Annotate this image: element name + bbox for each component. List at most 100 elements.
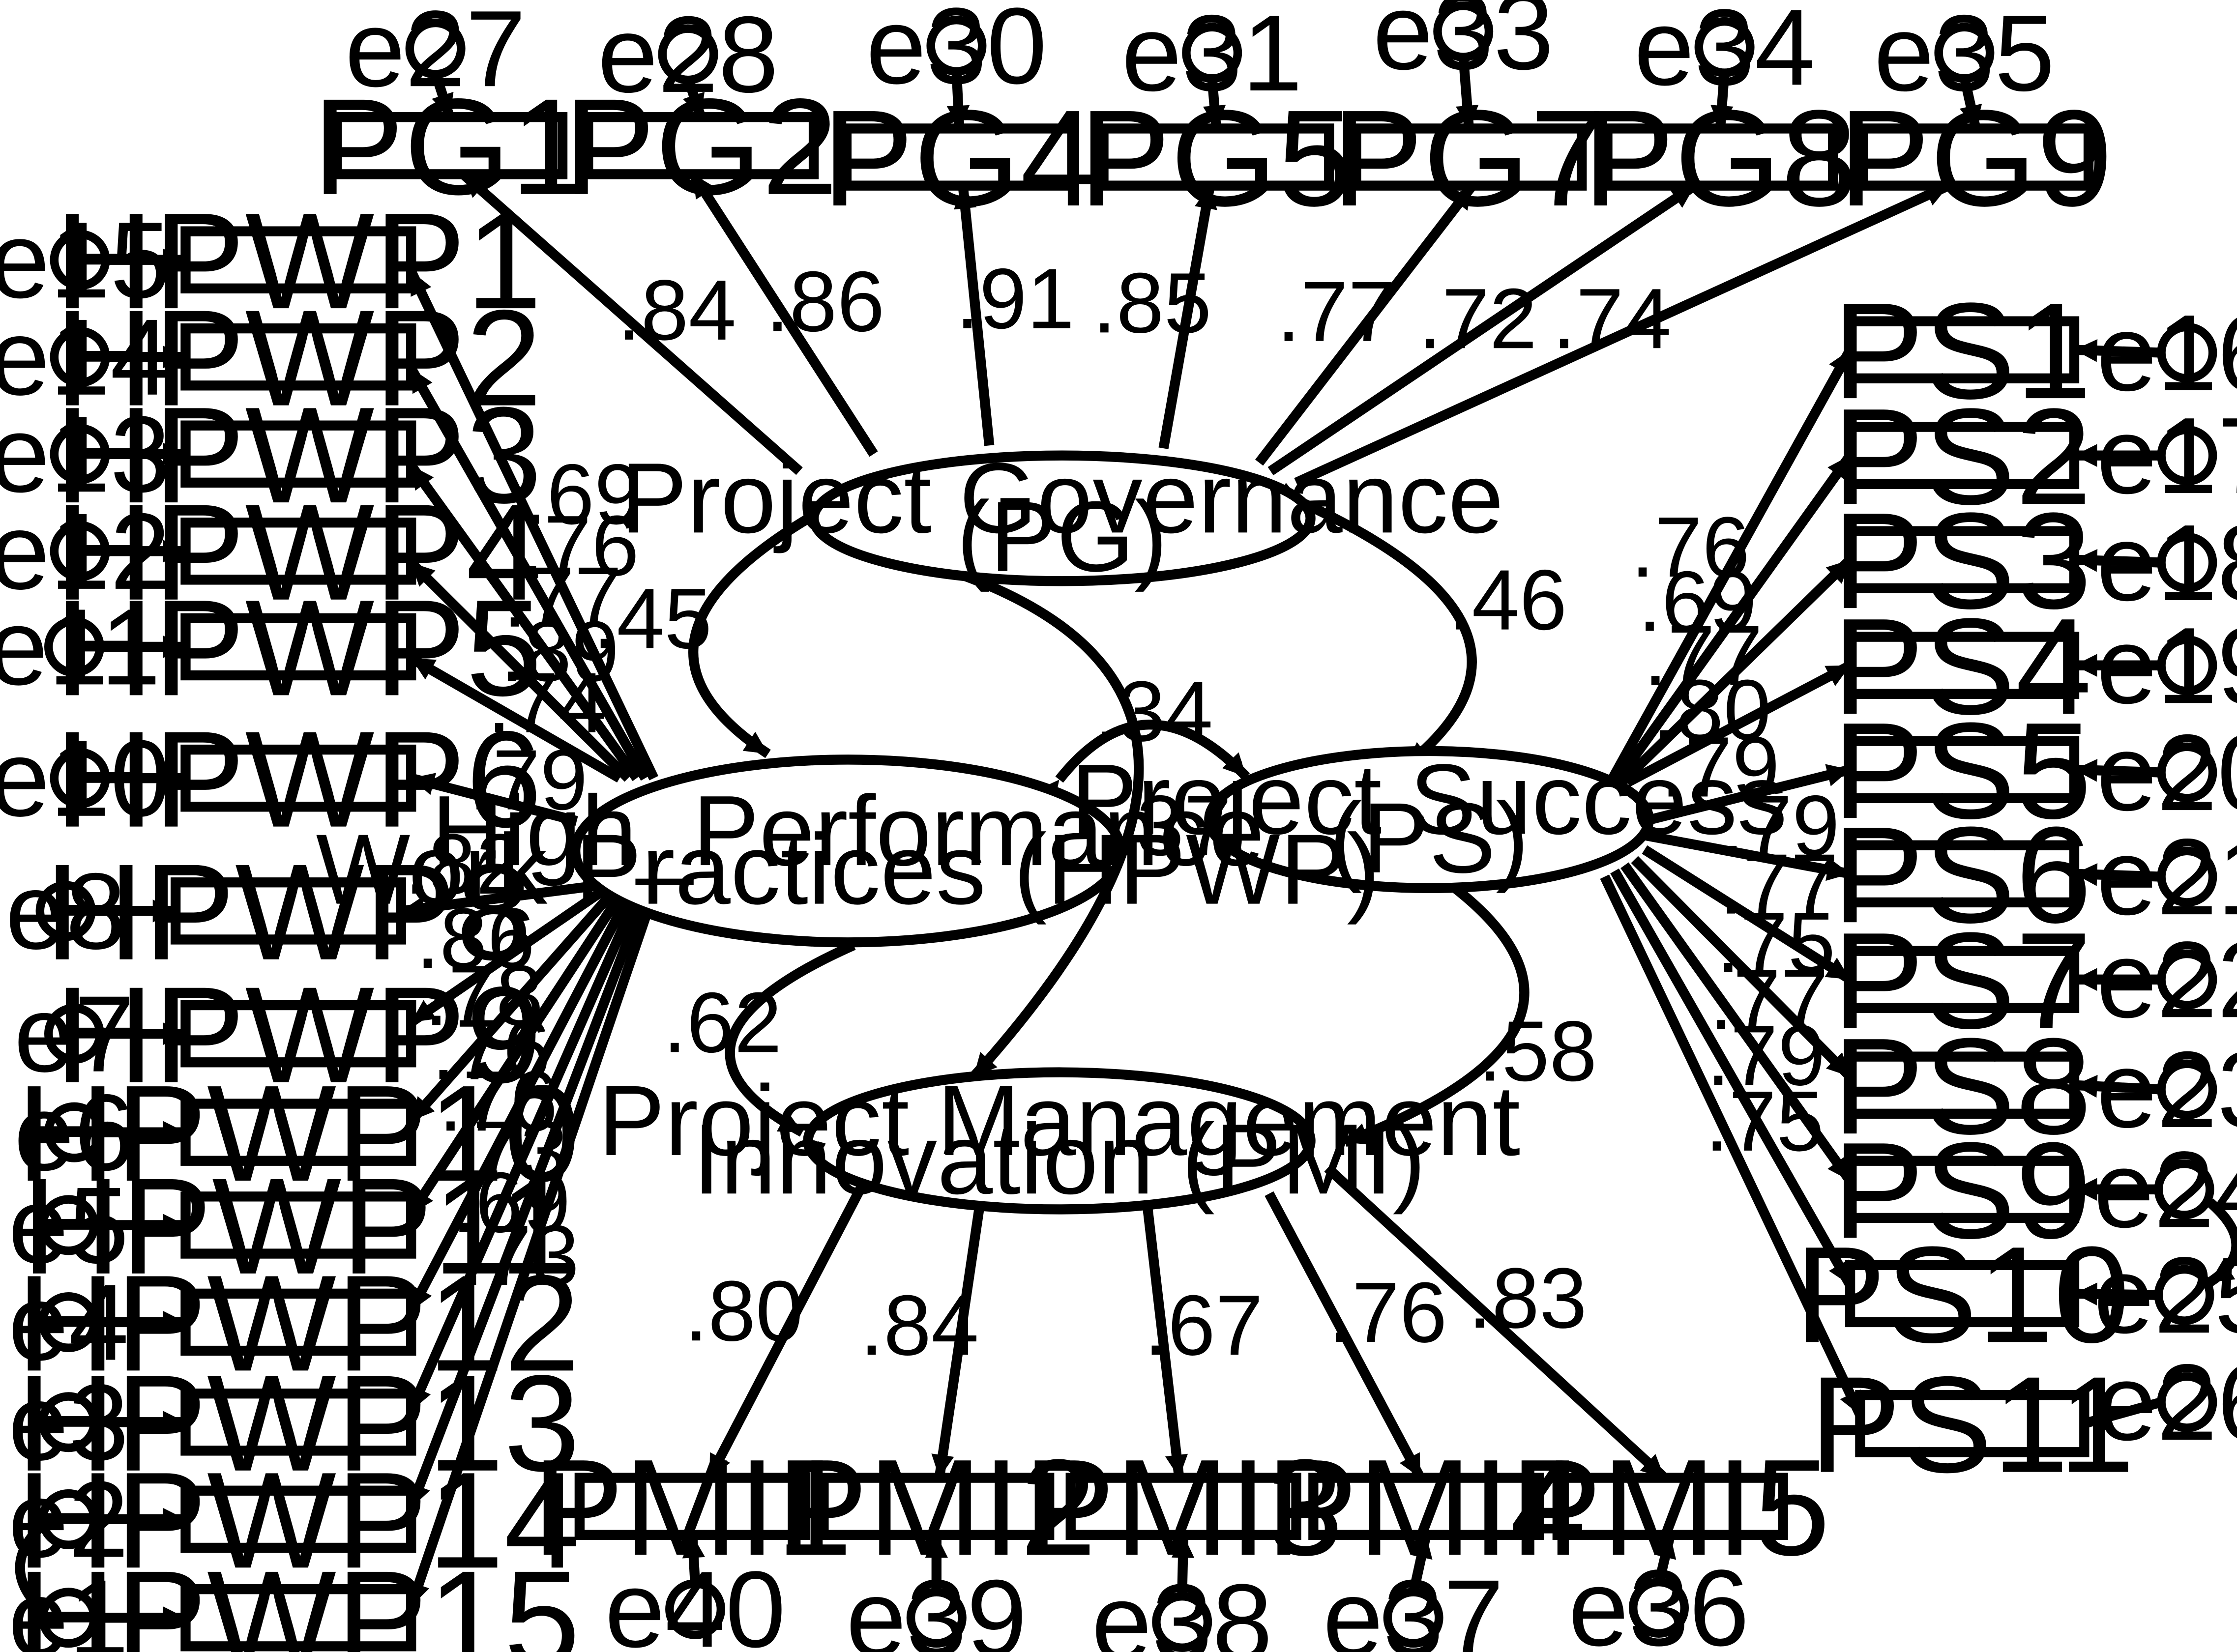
indicator-box-HPWP12 — [180, 1288, 416, 1356]
indicator-label-PS9: PS9 — [1833, 1114, 2092, 1267]
indicator-box-HPWP11 — [180, 1191, 416, 1259]
error-arrow-e35 — [1959, 76, 1982, 130]
loading-value-PG4: .91 — [955, 251, 1074, 347]
error-circle-e3 — [38, 1392, 99, 1452]
error-circle-e18 — [2157, 532, 2217, 593]
latent-label-PG-line2: (PG) — [957, 481, 1168, 593]
loading-arrow-PG7 — [1255, 182, 1476, 466]
correlation-value-HPWP_PS: .34 — [1094, 663, 1213, 759]
indicator-box-PG2 — [583, 112, 819, 179]
error-circle-e11 — [44, 616, 104, 677]
latent-label-PG-line1: Project Governance — [620, 442, 1503, 554]
error-arrow-e38 — [1171, 1535, 1195, 1598]
error-circle-e2 — [38, 1489, 99, 1549]
error-label-e27: e27 — [345, 0, 526, 109]
error-label-e1: e1 — [8, 1557, 129, 1652]
error-circle-e27 — [405, 18, 466, 79]
loading-arrow-PG4 — [954, 185, 995, 446]
indicator-box-HPWP1 — [180, 226, 416, 293]
loading-arrow-HPWP3 — [407, 463, 641, 782]
error-circle-e10 — [50, 748, 110, 809]
indicator-label-PS10: PS10 — [1795, 1218, 2130, 1371]
error-circle-e30 — [926, 15, 987, 76]
indicator-label-HPWP4: HPWP4 — [55, 476, 542, 629]
indicator-box-HPWP6 — [180, 744, 416, 812]
indicator-box-HPWP8 — [170, 877, 407, 945]
indicator-label-PS6: PS6 — [1833, 799, 2092, 952]
error-label-e5: e5 — [8, 1164, 129, 1286]
indicator-label-HPWP13: HPWP13 — [17, 1347, 580, 1500]
error-label-e10: e10 — [0, 718, 171, 839]
loading-value-HPWP9: .86 — [416, 890, 535, 986]
loading-arrow-PS3 — [1618, 556, 1854, 786]
error-label-e17: e17 — [2096, 395, 2237, 516]
error-circle-e20 — [2157, 742, 2217, 803]
error-label-e28: e28 — [597, 0, 778, 115]
indicator-box-PS2 — [1845, 422, 2080, 489]
loading-value-HPWP4: .89 — [500, 603, 619, 699]
error-label-e25: e25 — [2093, 1234, 2237, 1356]
error-label-e36: e36 — [1568, 1547, 1749, 1652]
loading-value-PS4: .80 — [1652, 662, 1771, 757]
indicator-box-HPWP10 — [180, 1099, 416, 1166]
error-label-e38: e38 — [1091, 1561, 1272, 1652]
latent-label-PS-line1: Project Success — [1071, 744, 1787, 855]
error-arrow-e18 — [2074, 549, 2162, 572]
error-label-e22: e22 — [2096, 919, 2237, 1040]
error-circle-e25 — [2154, 1265, 2214, 1325]
error-arrow-e20 — [2074, 759, 2162, 782]
correlation-value-PG_PS: .46 — [1448, 552, 1567, 648]
error-circle-e14 — [50, 327, 110, 387]
covariance-PG-PMI — [904, 546, 1144, 1080]
loading-arrow-PG2 — [689, 171, 878, 457]
indicator-label-HPWP3: HPWP3 — [55, 379, 542, 532]
indicator-box-PS9 — [1845, 1156, 2080, 1223]
indicator-label-PG4: PG4 — [822, 82, 1096, 235]
loading-arrow-PS8 — [1631, 856, 1854, 1080]
error-arrow-e16 — [2074, 339, 2162, 362]
indicator-box-PMI2 — [819, 1473, 1055, 1540]
indicator-label-HPWP1: HPWP1 — [55, 185, 542, 338]
covariance-PG-HPWP — [688, 495, 837, 758]
error-label-e6: e6 — [14, 1072, 134, 1193]
loading-arrow-HPWP12 — [407, 894, 633, 1313]
loading-arrow-HPWP6 — [410, 773, 578, 826]
error-arrow-e27 — [430, 71, 455, 119]
indicator-box-PS3 — [1845, 526, 2080, 593]
indicator-label-HPWP8: HPWP8 — [45, 836, 532, 989]
indicator-box-HPWP9 — [180, 1000, 416, 1068]
error-arrow-e30 — [946, 69, 970, 129]
error-label-e23: e23 — [2096, 1029, 2237, 1150]
loading-value-HPWP13: .73 — [449, 1103, 568, 1199]
error-circle-e34 — [1694, 17, 1755, 77]
error-circle-e6 — [44, 1102, 104, 1162]
error-label-e3: e3 — [8, 1362, 129, 1483]
loading-value-PG1: .84 — [617, 262, 736, 358]
error-arrow-e25 — [2074, 1282, 2159, 1305]
correlation-value-PS_PMI: .58 — [1478, 1003, 1597, 1099]
loading-value-PS11: .75 — [1705, 1073, 1824, 1169]
indicator-box-PMI1 — [574, 1473, 810, 1540]
loading-arrow-PS5 — [1643, 764, 1852, 826]
indicator-box-PS1 — [1845, 316, 2080, 383]
loading-value-HPWP15: .73 — [460, 1207, 579, 1303]
loading-arrow-HPWP4 — [408, 559, 632, 782]
error-circle-e22 — [2157, 949, 2217, 1010]
error-label-e19: e19 — [2096, 605, 2237, 726]
loading-arrow-PS1 — [1606, 347, 1855, 785]
indicator-box-PMI5 — [1552, 1473, 1788, 1540]
loading-arrow-PMI3 — [1143, 1209, 1188, 1478]
loading-value-PS3: .77 — [1644, 608, 1763, 703]
error-circle-e26 — [2157, 1372, 2217, 1432]
indicator-box-HPWP15 — [180, 1584, 416, 1652]
error-circle-e33 — [1433, 1, 1494, 61]
covariance-PS-PMI — [1343, 859, 1530, 1147]
error-arrow-e31 — [1203, 77, 1226, 129]
loading-value-PS9: .77 — [1709, 952, 1828, 1047]
error-label-e16: e16 — [2096, 292, 2237, 413]
loading-arrow-HPWP13 — [406, 898, 640, 1413]
loading-value-PS7: .77 — [1719, 836, 1838, 932]
loading-arrow-PMI1 — [705, 1186, 865, 1480]
indicator-label-HPWP15: HPWP15 — [17, 1543, 580, 1652]
covariance-HPWP-PS — [1036, 720, 1250, 805]
